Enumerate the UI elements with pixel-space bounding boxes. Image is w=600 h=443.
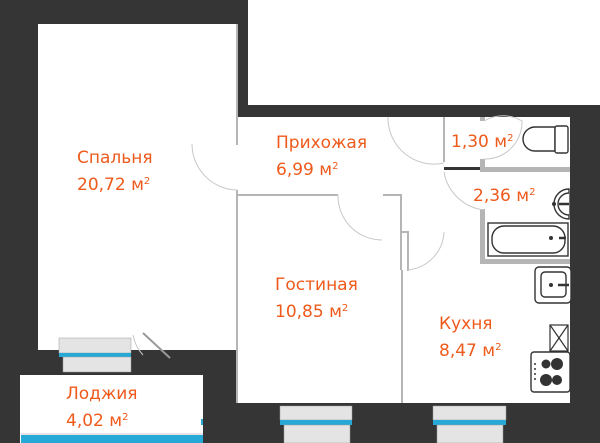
room-area: 8,47 м2 (439, 341, 502, 361)
stove-icon (530, 351, 571, 393)
bathtub-icon (487, 222, 569, 257)
room-label-living-room: Гостиная 10,85 м2 (275, 274, 358, 324)
room-name: Кухня (439, 314, 493, 334)
room-label-toilet: 1,30 м2 (451, 127, 513, 154)
room-label-bedroom: Спальня 20,72 м2 (77, 147, 153, 197)
room-name: Прихожая (276, 133, 368, 153)
toilet-icon (522, 125, 569, 154)
kitchen-sink-icon (534, 266, 572, 304)
room-label-kitchen: Кухня 8,47 м2 (439, 313, 501, 363)
door-swings (132, 115, 523, 356)
windows (21, 337, 507, 443)
loggia-floor (20, 375, 203, 443)
living-room-floor (236, 195, 402, 403)
window-living-room (279, 405, 353, 443)
room-label-bathroom: 2,36 м2 (473, 181, 535, 208)
room-name: Гостиная (275, 275, 358, 295)
room-area: 20,72 м2 (77, 175, 151, 195)
fridge-icon (549, 324, 569, 352)
bathroom-walls (480, 117, 570, 264)
room-area: 6,99 м2 (276, 160, 339, 180)
room-area: 4,02 м2 (66, 411, 129, 431)
partition-walls (236, 24, 445, 403)
bedroom-floor (38, 24, 236, 350)
room-label-loggia: Лоджия 4,02 м2 (66, 383, 138, 433)
loggia-door (142, 332, 171, 359)
room-name: Спальня (77, 148, 153, 168)
room-area: 2,36 м2 (473, 186, 536, 206)
room-area: 10,85 м2 (275, 302, 349, 322)
room-label-hallway: Прихожая 6,99 м2 (276, 132, 367, 182)
window-kitchen (432, 405, 507, 443)
room-name: Лоджия (66, 384, 138, 404)
room-area: 1,30 м2 (451, 132, 514, 152)
window-bedroom (58, 337, 132, 373)
window-loggia (21, 419, 203, 443)
bathroom-sink-icon (552, 188, 570, 220)
